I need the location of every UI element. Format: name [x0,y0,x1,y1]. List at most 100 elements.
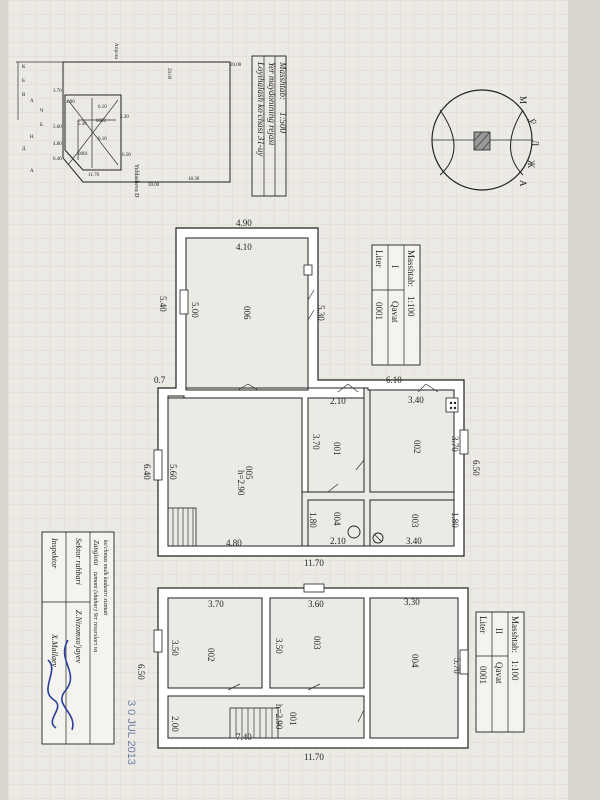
door-swing [355,459,365,471]
f1-dim: 6.50 [471,460,481,476]
f2-room-number: 002 [206,648,216,662]
legend-floor-2: Liter 0001 II Qavat Masshtab: 1:100 [475,611,525,733]
legend-floor-value: II [494,628,504,634]
approval-role-1: Sektor rahbari [74,538,83,585]
site-plan: Aripova Yuldasheva D 20.00 30.00 18.30 1… [16,43,242,198]
f1-dim: 3.70 [450,436,460,452]
legend-floor-value: I [390,265,400,268]
signature-1 [61,639,74,731]
site-dim: 11.70 [88,173,100,178]
site-side-letter: К [22,65,26,70]
stove-icon [445,397,459,413]
site-side-letter: А [30,169,34,174]
window-mark [303,583,325,593]
door-swing [237,383,259,391]
toilet-icon [347,525,361,539]
door-swing [327,483,339,493]
door-swing [417,383,439,393]
f2-dim: 3.50 [170,640,180,656]
floor2-stairs [229,707,279,739]
compass-letter: Л [530,140,540,146]
legend-liter-label: Liter [478,616,488,634]
legend-liter-value: 0001 [478,666,488,684]
door-swing [307,289,315,321]
door-swing [337,383,359,393]
f1-dim: 1.80 [450,512,460,528]
f1-room-number: 005 [244,466,254,480]
f2-dim: 2.00 [170,716,180,732]
legend-scale-label: Masshtab: [510,616,520,653]
f1-room-number: 001 [332,442,342,456]
f1-dim: 2.10 [330,396,346,406]
signature-2 [47,659,59,729]
room-003-outline [269,597,365,689]
site-dim: 18.30 [188,177,200,182]
legend-floor-1: Liter 0001 I Qavat Masshtab: 1:100 [371,244,421,366]
site-dim: 20.00 [230,63,242,68]
window-mark [459,429,469,455]
title-scale-value: 1:500 [278,112,288,133]
title-block: Loyihalash ko'chasi 31-uy Yer maydoninin… [251,55,288,197]
site-dim: 0002 [96,119,107,124]
approval-name-2: X.Mallaev [50,633,59,668]
legend-scale-value: 1:100 [510,660,520,681]
room-001-outline [307,397,365,493]
f2-room-number: 001 [288,712,298,726]
site-edge [16,61,63,120]
site-dim: 0001 [78,152,89,157]
f1-dim: 4.80 [226,538,242,548]
floor-plan-2: 3.70 3.60 3.30 5.70 3.50 3.50 6.50 2.00 … [136,583,469,762]
room-004-outline [369,597,459,739]
f1-dim: 3.40 [406,536,422,546]
neighbor-top-label: Aripova [113,43,118,60]
f1-room-number: 002 [412,440,422,454]
compass-rose: М Ў Л Ж А [431,89,540,191]
site-dim: 4.80 [53,142,62,147]
site-dim: 5.30 [78,122,87,127]
f1-dim: 2.10 [330,536,346,546]
neighbor-bottom-label: Yuldasheva D [133,164,139,198]
legend-scale-value: 1:100 [406,296,416,317]
room-003-outline [369,499,455,547]
door-swing [227,683,365,723]
f2-dim: 3.30 [404,597,420,607]
room-005-outline [167,397,303,547]
legend-liter-value: 0001 [374,302,384,320]
window-mark [153,629,163,653]
f1-room-number: 003 [410,514,420,528]
document-sheet: Aripova Yuldasheva D 20.00 30.00 18.30 1… [8,0,568,800]
site-dim: 6.50 [122,153,131,158]
site-dim: 5.30 [120,115,129,120]
legend-scale-label: Masshtab: [406,250,416,287]
compass-letter: А [518,180,528,187]
f2-dim: 3.50 [274,638,284,654]
window-mark [459,649,469,675]
f1-dim: 5.30 [316,305,326,321]
site-side-letter: Б [22,79,25,84]
window-mark [303,264,313,276]
f2-dim: 11.70 [304,752,324,762]
room-002-outline [167,597,263,689]
site-side-letter: В [22,93,26,98]
site-building-outline [64,94,122,171]
site-dim: 6.40 [53,157,62,162]
f1-dim: 4.10 [236,242,252,252]
approval-sub1: tumani (shahar) Yer resurslari va [92,572,99,652]
f1-dim: h=2.90 [236,470,246,496]
approval-block: Zangiota tumani (shahar) Yer resurslari … [41,531,137,765]
approval-role-2: Inspektor [50,537,59,569]
legend-floor-label: Qavat [390,301,400,323]
date-stamp: 3 0 JUL 2013 [125,700,137,765]
floor-plan-1: 4.90 4.10 5.30 5.40 5.00 0.7 6.10 3.40 2… [142,218,481,568]
approval-sub2: ko'chmas mulk kadastri xizmati [102,540,108,616]
site-side-letter: Д [22,147,26,152]
f1-dim: 5.40 [158,296,168,312]
f1-dim: 6.10 [386,375,402,385]
f2-dim: 7.40 [236,732,252,742]
site-dim: 5.60 [53,125,62,130]
window-mark [179,289,189,315]
room-002-outline [369,389,455,493]
site-dim: 20.00 [166,68,171,80]
compass-letter: Ў [526,118,536,125]
site-dim: 3.70 [53,89,62,94]
